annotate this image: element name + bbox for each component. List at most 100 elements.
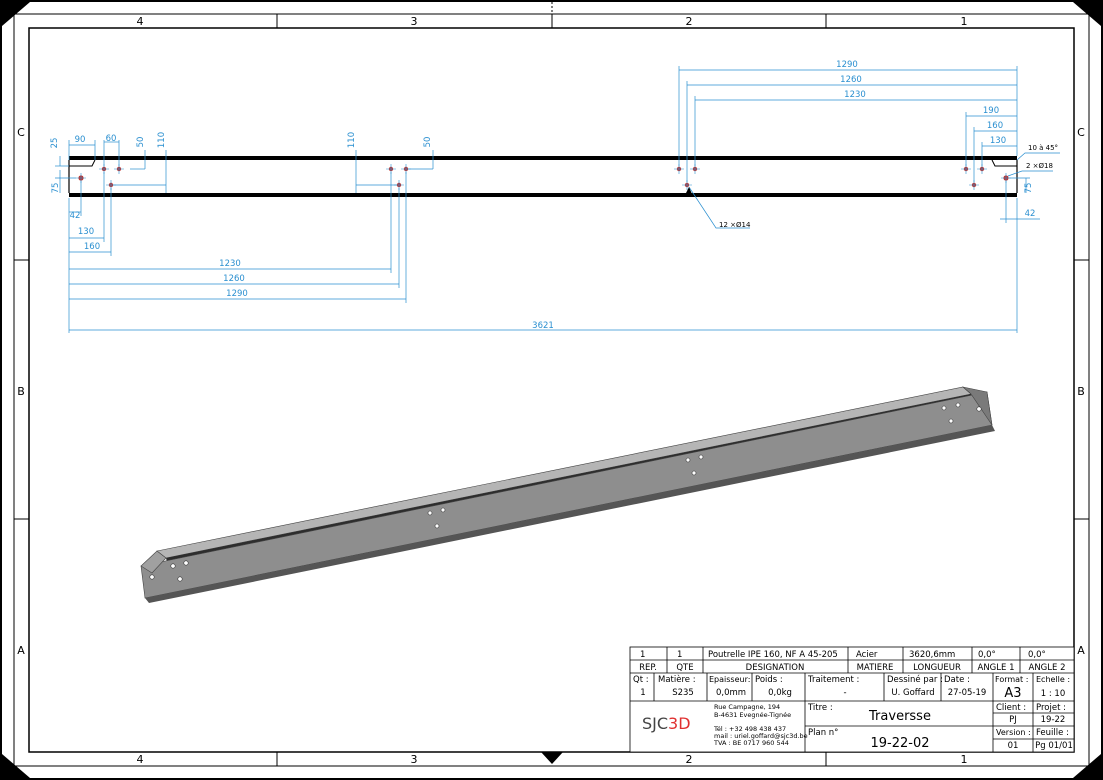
dim-3621: 3621 xyxy=(532,321,554,331)
dim-1260-left: 1260 xyxy=(223,274,245,284)
tb-designation-value: Poutrelle IPE 160, NF A 45-205 xyxy=(708,650,838,660)
tb-longueur-header: LONGUEUR xyxy=(913,663,961,673)
tb-client-value: PJ xyxy=(1009,715,1017,725)
notch-left xyxy=(69,159,96,167)
beam-3d-view xyxy=(140,386,995,603)
hole-note-18: 2 ×Ø18 xyxy=(1026,162,1053,170)
zone-bottom-3: 3 xyxy=(411,753,418,766)
zone-dividers xyxy=(14,14,1089,766)
corner-mark-bl xyxy=(2,754,30,778)
dim-42-right: 42 xyxy=(1025,209,1036,219)
tb-titre-value: Traversse xyxy=(868,709,931,724)
tb-traitement-label: Traitement : xyxy=(807,675,859,685)
dim-75-right: 75 xyxy=(1024,183,1034,194)
dim-190: 190 xyxy=(983,106,999,116)
tb-epaisseur-label: Epaisseur: xyxy=(709,675,750,684)
tb-traitement-value: - xyxy=(843,688,846,698)
tb-feuille-value: Pg 01/01 xyxy=(1035,741,1073,751)
zone-top-3: 3 xyxy=(411,15,418,28)
tb-echelle-label: Echelle : xyxy=(1036,675,1070,684)
beam-3d-end-left xyxy=(140,550,167,574)
dim-130-left: 130 xyxy=(78,227,94,237)
corner-mark-tr xyxy=(1073,2,1101,26)
tb-qt-label: Qt : xyxy=(633,675,649,685)
company-mail: mail : uriel.goffard@sjc3d.be xyxy=(714,732,808,740)
dim-1290-left: 1290 xyxy=(226,289,248,299)
tb-angle1-value: 0,0° xyxy=(978,650,996,660)
company-tel: Tél : +32 498 438 437 xyxy=(713,725,786,733)
beam-top-flange xyxy=(69,156,1017,160)
dim-110-left: 110 xyxy=(157,132,167,148)
tb-qt-value: 1 xyxy=(640,688,645,698)
zone-top-1: 1 xyxy=(961,15,968,28)
beam-3d-web xyxy=(140,391,993,599)
dim-60: 60 xyxy=(106,134,117,144)
tb-plan-value: 19-22-02 xyxy=(870,736,929,751)
tb-version-label: Version : xyxy=(996,728,1031,737)
zone-right-b: B xyxy=(1077,385,1085,398)
tb-projet-value: 19-22 xyxy=(1041,715,1066,725)
title-block xyxy=(629,646,1075,753)
dim-75-left: 75 xyxy=(51,183,61,194)
beam-3d-bottom-flange xyxy=(145,425,995,603)
tb-date-value: 27-05-19 xyxy=(948,688,987,698)
chamfer-note: 10 à 45° xyxy=(1028,144,1058,152)
zone-right-a: A xyxy=(1077,644,1085,657)
dim-160-right: 160 xyxy=(987,121,1003,131)
beam-3d-top-flange xyxy=(156,386,972,559)
tb-feuille-label: Feuille : xyxy=(1036,728,1069,738)
tb-dessine-value: U. Goffard xyxy=(891,688,934,698)
zone-top-2: 2 xyxy=(686,15,693,28)
company-address-2: B-4631 Evegnée-Tignée xyxy=(714,711,791,719)
dim-1290-right: 1290 xyxy=(836,60,858,70)
zone-left-c: C xyxy=(17,126,25,139)
beam-2d-view xyxy=(68,156,1018,197)
tb-matiere-grade: S235 xyxy=(672,688,694,698)
dim-50-mid: 50 xyxy=(423,137,433,148)
tb-format-value: A3 xyxy=(1004,686,1021,701)
drawing-border xyxy=(28,27,1075,753)
dimension-lines xyxy=(55,66,1060,333)
tb-designation-header: DESIGNATION xyxy=(746,663,805,673)
tb-epaisseur-value: 0,0mm xyxy=(716,688,746,698)
dim-1260-right: 1260 xyxy=(840,75,862,85)
tb-angle2-header: ANGLE 2 xyxy=(1029,663,1066,673)
hole-note-14: 12 ×Ø14 xyxy=(719,221,751,229)
zone-top-4: 4 xyxy=(137,15,144,28)
tb-longueur-value: 3620,6mm xyxy=(909,650,955,660)
dim-50-left: 50 xyxy=(136,137,146,148)
tb-titre-label: Titre : xyxy=(807,703,833,713)
tb-plan-label: Plan n° xyxy=(808,728,838,738)
corner-mark-br xyxy=(1073,754,1101,778)
beam-3d-end-right xyxy=(961,386,993,426)
zone-right-c: C xyxy=(1077,126,1085,139)
tb-dessine-label: Dessiné par : xyxy=(887,674,943,685)
company-address-1: Rue Campagne, 194 xyxy=(714,703,780,711)
dim-90: 90 xyxy=(75,135,86,145)
tb-matiere-label: Matière : xyxy=(658,674,696,685)
tb-format-label: Format : xyxy=(995,675,1028,684)
tb-matiere-header: MATIERE xyxy=(857,663,894,673)
leader-arrow xyxy=(686,187,692,194)
zone-bottom-1: 1 xyxy=(961,753,968,766)
corner-mark-tl xyxy=(2,2,30,26)
company-logo: SJC3D xyxy=(642,714,691,733)
dim-110-mid: 110 xyxy=(347,132,357,148)
zone-left-a: A xyxy=(17,644,25,657)
tb-rep-value: 1 xyxy=(640,650,645,660)
zone-bottom-2: 2 xyxy=(686,753,693,766)
dim-1230-right: 1230 xyxy=(844,90,866,100)
tb-echelle-value: 1 : 10 xyxy=(1041,689,1066,699)
dim-25: 25 xyxy=(50,138,60,149)
beam-bottom-flange xyxy=(69,193,1017,197)
hole-crosshairs xyxy=(76,164,1011,190)
tb-matiere-value: Acier xyxy=(856,650,878,660)
tb-qte-header: QTE xyxy=(676,663,693,673)
notch-right xyxy=(991,159,1017,167)
dim-130-right: 130 xyxy=(990,136,1006,146)
title-block-text: 1 1 Poutrelle IPE 160, NF A 45-205 Acier… xyxy=(633,650,1073,751)
tb-rep-header: REP. xyxy=(639,663,657,673)
beam-3d-holes xyxy=(149,402,982,582)
